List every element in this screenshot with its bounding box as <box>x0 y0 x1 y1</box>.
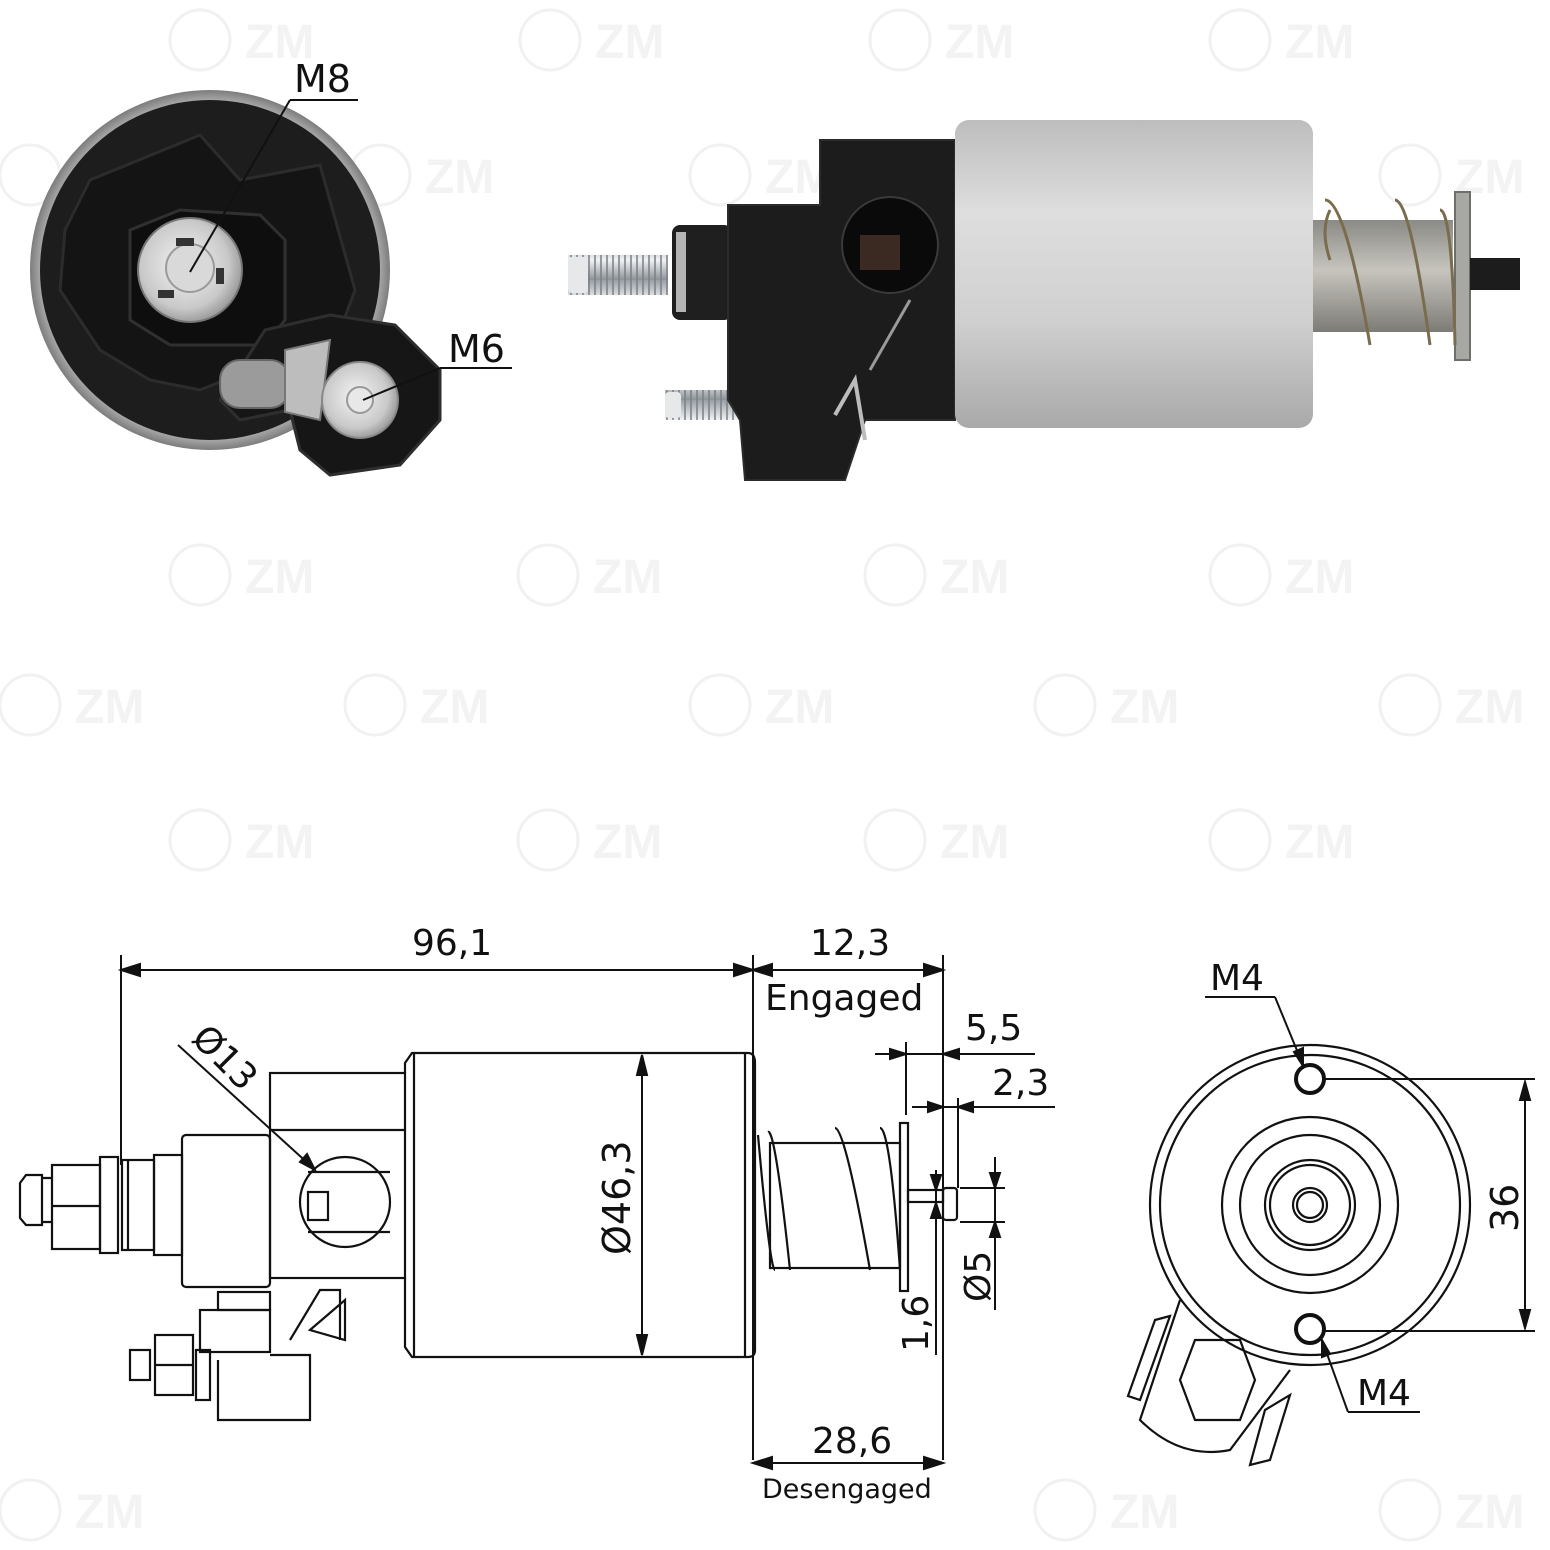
dim-desengaged-value: 28,6 <box>812 1421 892 1462</box>
svg-text:ZM: ZM <box>593 816 662 869</box>
svg-text:ZM: ZM <box>1455 1486 1524 1539</box>
main-threaded-stud <box>568 225 732 320</box>
dim-overall-length: 96,1 <box>412 923 492 964</box>
label-m4-top: M4 <box>1210 958 1264 999</box>
dim-engaged-label: Engaged <box>765 978 923 1019</box>
svg-text:ZM: ZM <box>245 551 314 604</box>
dim-tip-diameter: Ø5 <box>958 1251 999 1302</box>
svg-text:ZM: ZM <box>245 16 314 69</box>
zm-watermark-grid: ZM ZM ZM ZM ZM ZM ZM ZM ZM ZM ZM ZM ZM Z… <box>0 8 1524 1542</box>
svg-text:ZM: ZM <box>1285 816 1354 869</box>
svg-text:ZM: ZM <box>945 16 1014 69</box>
svg-text:ZM: ZM <box>595 16 664 69</box>
svg-text:ZM: ZM <box>75 1486 144 1539</box>
svg-text:ZM: ZM <box>1455 681 1524 734</box>
svg-text:ZM: ZM <box>75 681 144 734</box>
solenoid-body <box>955 120 1313 428</box>
svg-text:ZM: ZM <box>765 681 834 734</box>
dim-hole-spacing: 36 <box>1483 1184 1527 1232</box>
side-dimension-lines <box>117 955 1055 1471</box>
dim-engaged-value: 12,3 <box>810 923 890 964</box>
svg-text:ZM: ZM <box>1285 551 1354 604</box>
plunger-assembly <box>1313 191 1520 361</box>
front-dimension-lines <box>1205 996 1535 1413</box>
svg-text:ZM: ZM <box>425 151 494 204</box>
svg-text:ZM: ZM <box>245 816 314 869</box>
front-drawing-lines <box>1126 1043 1472 1467</box>
end-view-leaders <box>189 99 512 401</box>
svg-text:ZM: ZM <box>593 551 662 604</box>
dim-tip-length: 2,3 <box>992 1063 1049 1104</box>
svg-text:ZM: ZM <box>940 551 1009 604</box>
dim-desengaged-label: Desengaged <box>762 1474 932 1505</box>
label-m8: M8 <box>294 57 351 101</box>
dim-body-diameter: Ø46,3 <box>595 1140 639 1255</box>
label-m6: M6 <box>448 327 505 371</box>
svg-text:ZM: ZM <box>940 816 1009 869</box>
side-drawing-lines <box>18 1051 959 1422</box>
m6-terminal-lug <box>218 313 442 477</box>
dim-shaft-diameter: 1,6 <box>896 1295 937 1352</box>
m8-terminal-bolt <box>137 217 243 323</box>
svg-text:ZM: ZM <box>420 681 489 734</box>
svg-text:ZM: ZM <box>1285 16 1354 69</box>
label-m4-bottom: M4 <box>1357 1373 1411 1414</box>
svg-text:ZM: ZM <box>1110 681 1179 734</box>
svg-text:ZM: ZM <box>1110 1486 1179 1539</box>
terminal-housing <box>727 139 956 481</box>
dim-washer-offset: 5,5 <box>965 1008 1022 1049</box>
